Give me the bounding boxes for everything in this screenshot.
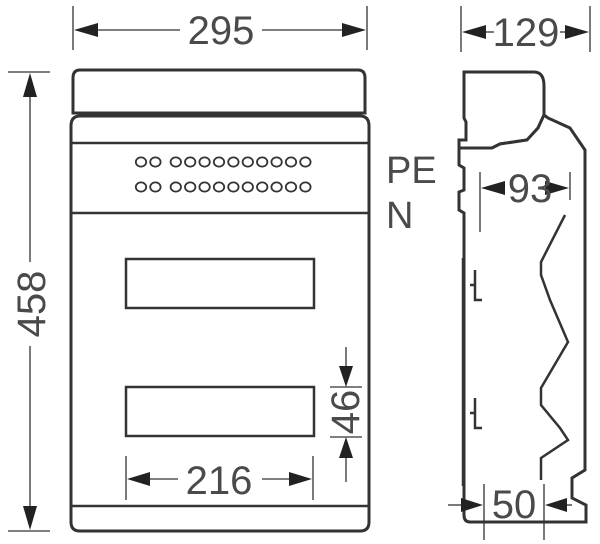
terminal-hole — [284, 156, 298, 168]
side-profile-outline — [457, 70, 546, 150]
terminal-hole — [299, 181, 312, 193]
terminal-hole — [149, 156, 162, 168]
terminal-hole — [198, 181, 211, 193]
terminal-hole — [284, 181, 298, 193]
dim-inner-depth-label: 93 — [508, 167, 553, 211]
dim-cutout-width-label: 216 — [186, 459, 253, 503]
terminal-hole — [227, 181, 240, 193]
dim-inner-depth: 93 — [479, 167, 571, 232]
terminal-hole — [212, 156, 226, 168]
terminal-hole — [227, 156, 240, 168]
terminal-hole — [198, 156, 211, 168]
dim-cutout-width: 216 — [125, 456, 314, 503]
dim-height: 458 — [8, 71, 54, 532]
terminal-hole — [241, 156, 254, 168]
terminal-hole — [169, 181, 182, 193]
front-main-body — [69, 114, 371, 533]
terminal-hole — [212, 181, 226, 193]
terminal-hole — [256, 156, 269, 168]
dim-depth-side-label: 129 — [493, 11, 560, 55]
pe-label: PE — [386, 150, 437, 192]
dim-width-front: 295 — [72, 6, 368, 53]
breaker-cutout-bottom — [124, 385, 316, 438]
dim-width-front-label: 295 — [188, 9, 255, 53]
terminal-hole — [169, 156, 182, 168]
breaker-cutout-top — [124, 257, 316, 310]
side-cover-profile — [539, 214, 570, 480]
front-view — [69, 68, 371, 533]
dim-cutout-height: 46 — [324, 347, 368, 482]
terminal-hole — [256, 181, 269, 193]
dim-height-label: 458 — [10, 271, 54, 338]
terminal-hole — [184, 156, 197, 168]
front-top-cap — [71, 68, 367, 115]
dim-depth-side: 129 — [460, 6, 591, 55]
dim-mount-depth-label: 50 — [492, 483, 537, 527]
terminal-hole — [270, 156, 283, 168]
side-clip-top — [470, 270, 482, 302]
side-view — [457, 70, 588, 524]
dim-mount-depth: 50 — [448, 483, 572, 540]
side-clip-bottom — [470, 398, 482, 430]
terminal-holes — [134, 156, 312, 193]
terminal-hole — [134, 156, 148, 168]
terminal-hole — [184, 181, 197, 193]
terminal-hole — [241, 181, 254, 193]
terminal-hole — [134, 181, 148, 193]
dim-cutout-height-label: 46 — [324, 390, 368, 435]
n-label: N — [386, 195, 413, 237]
terminal-hole — [149, 181, 162, 193]
terminal-hole — [299, 156, 312, 168]
terminal-hole — [270, 181, 283, 193]
